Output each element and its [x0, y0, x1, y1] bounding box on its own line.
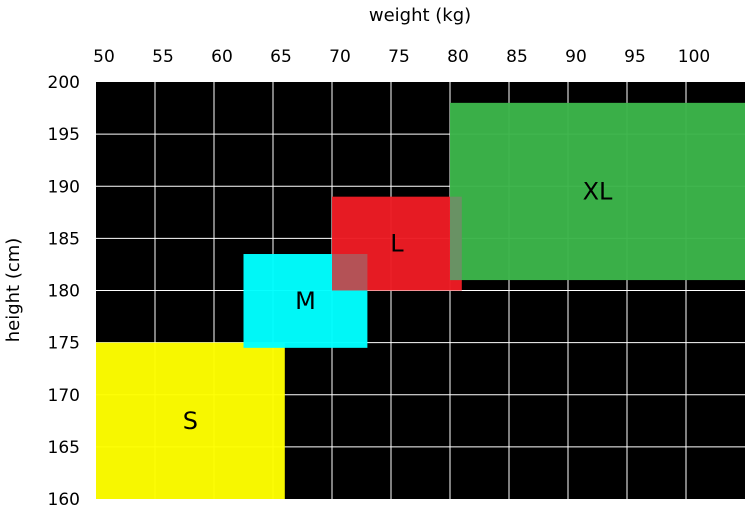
x-tick-label: 55: [152, 47, 174, 67]
x-tick-label: 95: [624, 47, 646, 67]
x-tick-label: 70: [329, 47, 351, 67]
y-tick-label: 160: [48, 490, 80, 510]
y-tick-label: 165: [48, 438, 80, 458]
x-tick-label: 85: [506, 47, 528, 67]
y-tick-label: 195: [48, 125, 80, 145]
x-tick-label: 100: [678, 47, 710, 67]
y-tick-label: 190: [48, 177, 80, 197]
size-label-l: L: [390, 230, 404, 258]
size-region-s: [96, 342, 285, 499]
y-tick-label: 180: [48, 282, 80, 302]
plot-area: S M L XL: [96, 82, 745, 499]
size-label-m: M: [295, 287, 316, 315]
size-label-s: S: [183, 407, 198, 435]
size-region-xl: [450, 102, 745, 281]
x-tick-label: 75: [388, 47, 410, 67]
x-tick-label: 60: [211, 47, 233, 67]
x-tick-label: 90: [565, 47, 587, 67]
y-tick-labels: 200 195 190 185 180 175 170 165 160: [48, 73, 80, 510]
x-tick-label: 50: [93, 47, 115, 67]
y-tick-label: 170: [48, 386, 80, 406]
x-axis-title: weight (kg): [369, 5, 471, 26]
size-label-xl: XL: [583, 177, 613, 205]
x-tick-label: 65: [270, 47, 292, 67]
y-tick-label: 200: [48, 73, 80, 93]
region-overlap: [450, 196, 462, 281]
x-tick-labels: 50 55 60 65 70 75 80 85 90 95 100: [93, 47, 710, 67]
y-tick-label: 185: [48, 229, 80, 249]
x-tick-label: 80: [447, 47, 469, 67]
region-overlap: [332, 254, 368, 291]
y-axis-title: height (cm): [3, 238, 24, 343]
y-tick-label: 175: [48, 334, 80, 354]
